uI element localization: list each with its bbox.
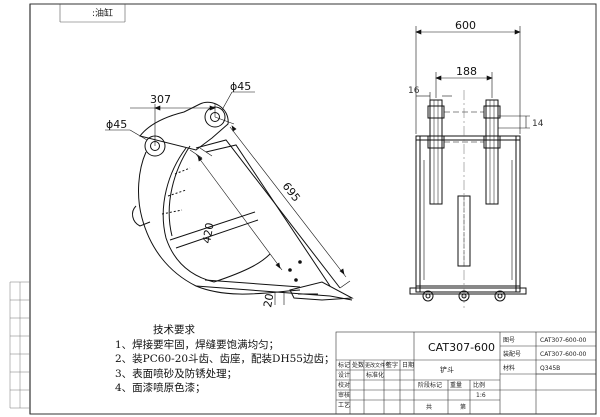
dim-600-label: 600 xyxy=(455,19,476,32)
dim-188 xyxy=(435,72,493,98)
assembly-value: CAT307-600-00 xyxy=(540,351,587,358)
drawing-no-value: CAT307-600-00 xyxy=(540,337,587,344)
tb-row-process: 工艺 xyxy=(338,401,350,409)
drawing-no-label: 图号 xyxy=(503,337,515,344)
tb-weight-label: 重量 xyxy=(450,381,462,389)
tb-scale-value: 1:6 xyxy=(476,392,486,399)
dim-phi45-right xyxy=(221,91,255,111)
title-block xyxy=(335,331,597,415)
technical-requirements: 技术要求 1、焊接要牢固，焊缝要饱满均匀； 2、装PC60-20斗齿、齿座，配装… xyxy=(115,323,345,396)
tb-header-1: 处数 xyxy=(352,361,364,369)
bucket-side-view xyxy=(132,101,354,301)
dim-695-label: 695 xyxy=(280,180,303,205)
tb-row-check: 校对 xyxy=(338,381,350,389)
material-label: 材料 xyxy=(503,364,515,372)
tb-header-4: 日期 xyxy=(402,361,414,369)
dim-420-label: 420 xyxy=(200,222,216,245)
dim-420 xyxy=(195,153,283,271)
assembly-label: 装配号 xyxy=(503,350,521,358)
model-title: CAT307-600 xyxy=(428,341,495,354)
bucket-front-view xyxy=(409,90,527,308)
tb-scale-label: 比例 xyxy=(473,381,485,389)
dim-phi45-right-label: ϕ45 xyxy=(230,80,251,93)
requirement-item: 4、面漆喷原色漆； xyxy=(115,382,206,394)
tb-header-3: 签字 xyxy=(386,361,398,369)
dim-14-label: 14 xyxy=(532,119,544,129)
bucket-tooth xyxy=(289,281,354,301)
dim-16-label: 16 xyxy=(408,86,420,96)
corner-label: :油缸 xyxy=(92,7,113,19)
dim-307-label: 307 xyxy=(150,93,171,106)
tb-row-design: 设计 xyxy=(338,371,350,379)
tb-sheet-of: 第 xyxy=(460,403,466,411)
dim-16 xyxy=(416,92,452,100)
tb-row-review: 审核 xyxy=(338,391,350,399)
dim-307 xyxy=(130,104,216,146)
dim-14 xyxy=(498,115,530,129)
dim-phi45-left xyxy=(105,129,148,141)
left-binding-strip xyxy=(9,281,30,409)
dim-20 xyxy=(274,292,285,305)
tb-header-2: 更改文件号 xyxy=(365,362,390,369)
dim-20-label: 20 xyxy=(261,292,276,308)
dim-188-label: 188 xyxy=(456,65,477,78)
part-name: 铲斗 xyxy=(440,365,454,374)
requirement-item: 3、表面喷砂及防锈处理； xyxy=(115,367,238,380)
requirement-item: 2、装PC60-20斗齿、齿座，配装DH55边齿； xyxy=(115,353,335,365)
tb-sheet-label: 共 xyxy=(426,403,432,411)
tb-stage-label: 阶段标记 xyxy=(418,381,442,389)
dim-695 xyxy=(214,116,351,289)
tb-std-label: 标准化 xyxy=(366,371,384,379)
dim-phi45-left-label: ϕ45 xyxy=(106,118,127,131)
material-value: Q345B xyxy=(540,365,560,372)
requirements-title: 技术要求 xyxy=(153,324,195,336)
requirement-item: 1、焊接要牢固，焊缝要饱满均匀； xyxy=(115,338,280,351)
tb-header-0: 标记 xyxy=(338,361,350,369)
